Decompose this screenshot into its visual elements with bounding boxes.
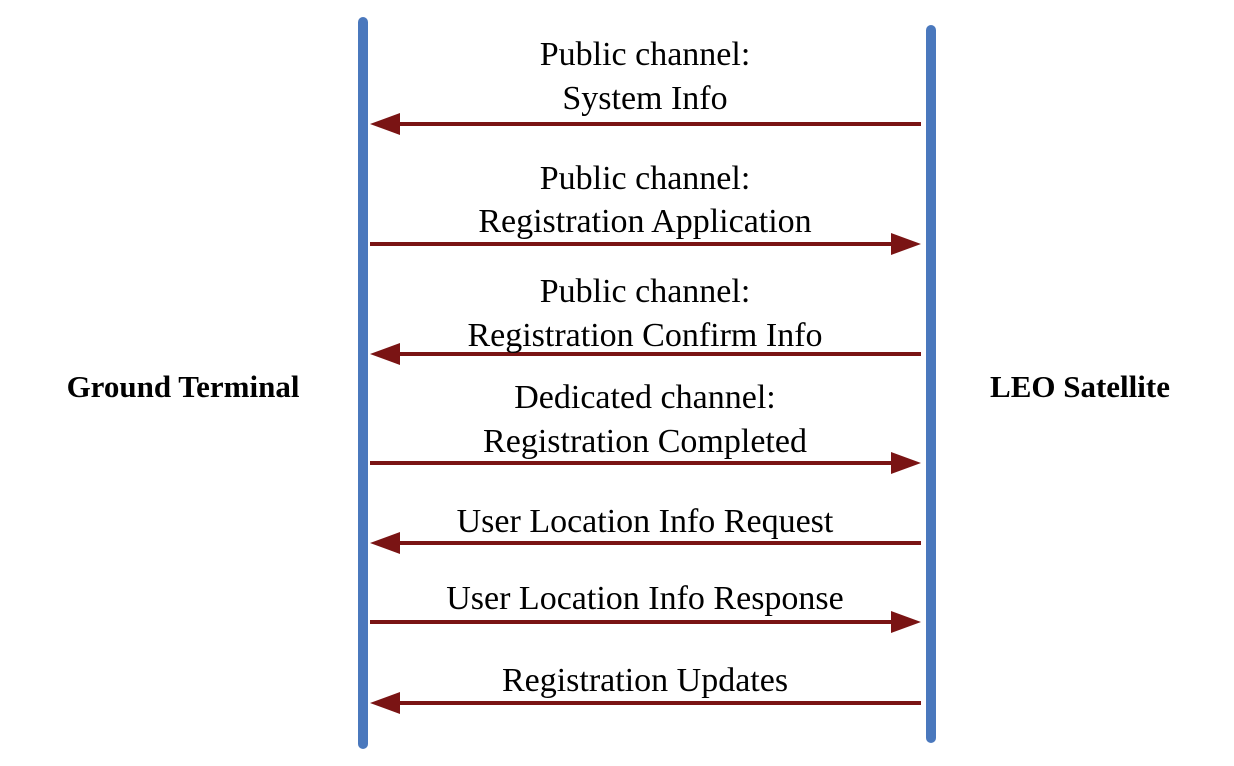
message-label: User Location Info Request: [457, 503, 834, 540]
leo-satellite-label: LEO Satellite: [990, 369, 1170, 404]
message-5: User Location Info Request: [370, 503, 921, 554]
message-label: Registration Completed: [483, 423, 807, 460]
arrowhead-right-icon: [891, 611, 921, 633]
message-label: Registration Confirm Info: [467, 317, 822, 354]
arrowhead-left-icon: [370, 532, 400, 554]
message-label: User Location Info Response: [446, 580, 844, 617]
arrowhead-left-icon: [370, 113, 400, 135]
message-label: System Info: [562, 80, 727, 117]
message-label: Public channel:: [540, 160, 751, 197]
message-label: Public channel:: [540, 273, 751, 310]
message-3: Public channel: Registration Confirm Info: [370, 273, 921, 365]
message-label: Registration Application: [478, 203, 811, 240]
message-label: Registration Updates: [502, 662, 788, 699]
arrowhead-left-icon: [370, 343, 400, 365]
ground-terminal-label: Ground Terminal: [67, 369, 300, 404]
message-2: Public channel: Registration Application: [370, 160, 921, 255]
message-label: Public channel:: [540, 36, 751, 73]
arrowhead-left-icon: [370, 692, 400, 714]
arrowhead-right-icon: [891, 452, 921, 474]
message-7: Registration Updates: [370, 662, 921, 714]
message-1: Public channel: System Info: [370, 36, 921, 135]
message-4: Dedicated channel: Registration Completed: [370, 379, 921, 474]
message-6: User Location Info Response: [370, 580, 921, 633]
message-label: Dedicated channel:: [514, 379, 775, 416]
arrowhead-right-icon: [891, 233, 921, 255]
